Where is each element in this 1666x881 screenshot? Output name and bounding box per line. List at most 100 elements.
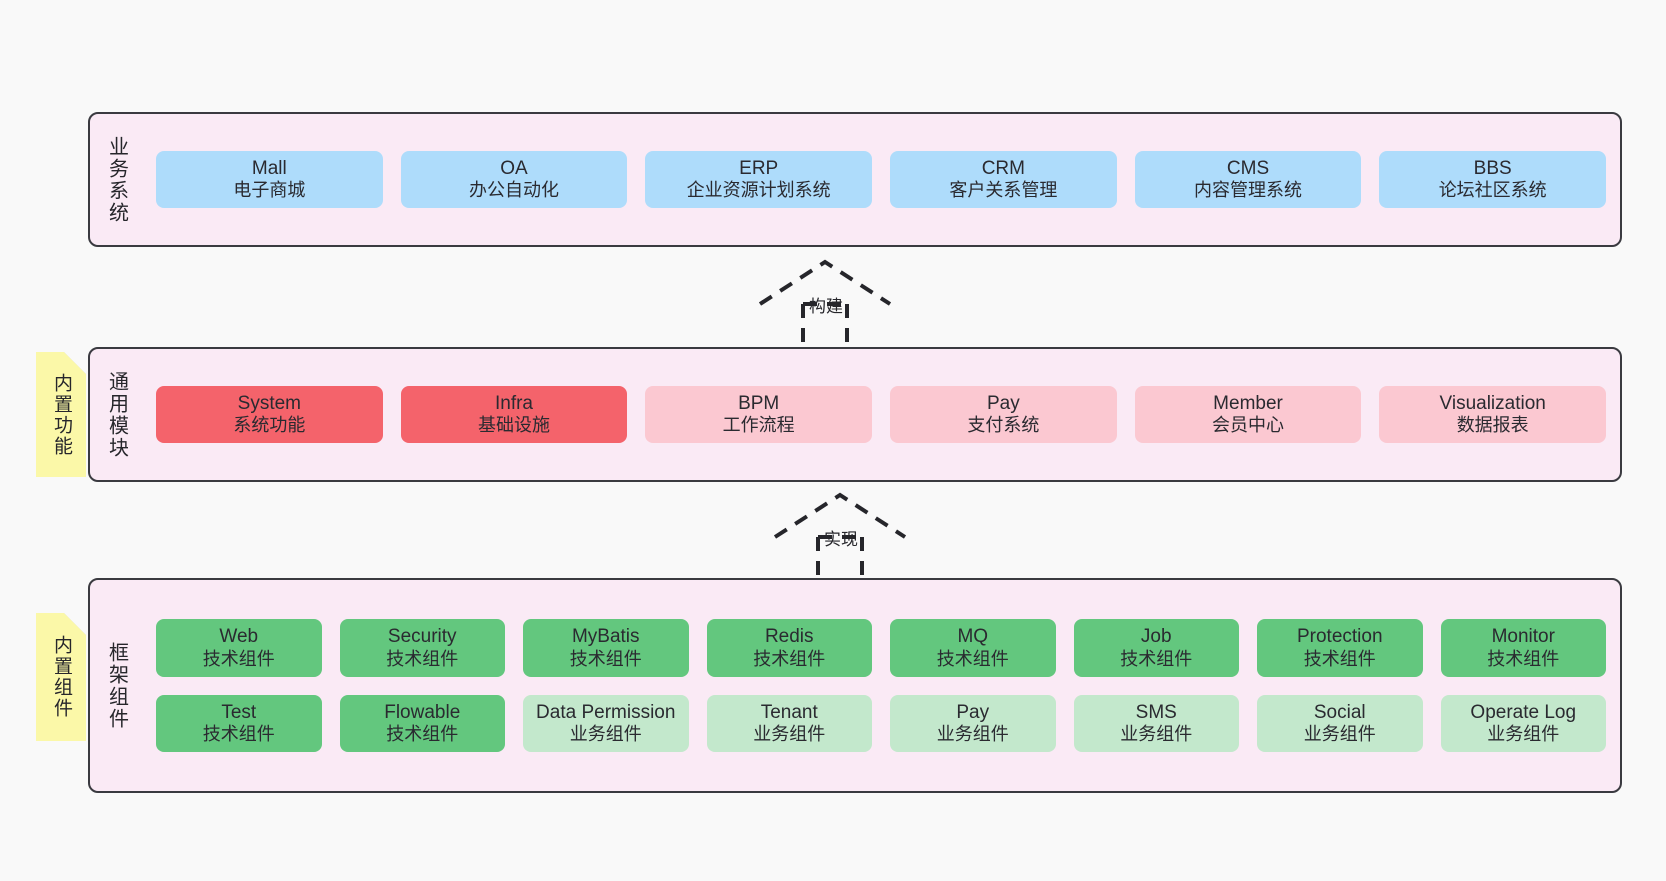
note-label: 内置组件 <box>50 635 72 719</box>
node-mybatis[interactable]: MyBatis 技术组件 <box>523 619 689 677</box>
node-title: ERP <box>739 157 779 179</box>
node-bbs[interactable]: BBS 论坛社区系统 <box>1379 150 1607 209</box>
node-pay-module[interactable]: Pay 支付系统 <box>890 385 1117 444</box>
node-erp[interactable]: ERP 企业资源计划系统 <box>645 150 873 209</box>
node-data-permission[interactable]: Data Permission 业务组件 <box>523 694 689 752</box>
node-title: Visualization <box>1439 392 1546 414</box>
node-subtitle: 电子商城 <box>233 180 306 201</box>
node-title: OA <box>500 157 528 179</box>
node-title: CMS <box>1226 157 1270 179</box>
node-row: Test 技术组件 Flowable 技术组件 Data Permission … <box>156 694 1606 752</box>
node-title: Flowable <box>384 701 461 723</box>
node-subtitle: 技术组件 <box>386 723 459 744</box>
node-subtitle: 业务组件 <box>936 723 1009 744</box>
node-title: Pay <box>956 701 990 723</box>
node-monitor[interactable]: Monitor 技术组件 <box>1440 619 1606 677</box>
node-protection[interactable]: Protection 技术组件 <box>1257 619 1423 677</box>
node-title: BPM <box>738 392 780 414</box>
node-subtitle: 技术组件 <box>569 648 642 669</box>
layer-body-common-module: System 系统功能 Infra 基础设施 BPM 工作流程 Pay 支付系统… <box>142 349 1620 480</box>
layer-business-system: 业务系统 Mall 电子商城 OA 办公自动化 ERP 企业资源计划系统 CRM… <box>88 112 1622 247</box>
node-title: Infra <box>494 392 534 414</box>
node-job[interactable]: Job 技术组件 <box>1073 619 1239 677</box>
node-title: Redis <box>764 626 814 648</box>
node-subtitle: 技术组件 <box>1303 648 1376 669</box>
layer-title-common-module: 通用模块 <box>105 370 128 459</box>
node-redis[interactable]: Redis 技术组件 <box>706 619 872 677</box>
node-subtitle: 技术组件 <box>202 648 275 669</box>
node-subtitle: 办公自动化 <box>469 180 559 201</box>
node-title: Job <box>1140 626 1172 648</box>
node-subtitle: 工作流程 <box>722 415 795 436</box>
node-security[interactable]: Security 技术组件 <box>339 619 505 677</box>
node-title: CRM <box>981 157 1025 179</box>
node-subtitle: 技术组件 <box>1120 648 1193 669</box>
generalization-arrow-implement: 实现 <box>770 489 920 579</box>
node-subtitle: 系统功能 <box>233 415 306 436</box>
node-title: Mall <box>251 157 287 179</box>
node-subtitle: 技术组件 <box>202 723 275 744</box>
node-subtitle: 数据报表 <box>1456 415 1529 436</box>
node-infra[interactable]: Infra 基础设施 <box>400 385 628 444</box>
node-member[interactable]: Member 会员中心 <box>1134 385 1362 444</box>
node-cms[interactable]: CMS 内容管理系统 <box>1134 150 1362 209</box>
node-title: BBS <box>1473 157 1512 179</box>
layer-body-business-system: Mall 电子商城 OA 办公自动化 ERP 企业资源计划系统 CRM 客户关系… <box>142 114 1620 245</box>
node-title: MQ <box>957 626 989 648</box>
node-title: Monitor <box>1491 626 1555 648</box>
node-mq[interactable]: MQ 技术组件 <box>890 619 1056 677</box>
note-builtin-features: 内置功能 <box>36 352 86 477</box>
node-title: Test <box>221 701 257 723</box>
node-social[interactable]: Social 业务组件 <box>1257 694 1423 752</box>
arrow-label-implement: 实现 <box>824 530 858 549</box>
node-subtitle: 业务组件 <box>1120 723 1193 744</box>
node-title: Operate Log <box>1470 701 1577 723</box>
node-title: Member <box>1213 392 1283 414</box>
node-subtitle: 业务组件 <box>1487 723 1560 744</box>
node-title: System <box>237 392 302 414</box>
node-subtitle: 技术组件 <box>1487 648 1560 669</box>
node-mall[interactable]: Mall 电子商城 <box>156 150 383 209</box>
node-subtitle: 论坛社区系统 <box>1438 180 1547 201</box>
node-subtitle: 业务组件 <box>1303 723 1376 744</box>
node-subtitle: 企业资源计划系统 <box>686 180 831 201</box>
node-subtitle: 技术组件 <box>753 648 826 669</box>
node-subtitle: 技术组件 <box>386 648 459 669</box>
node-web[interactable]: Web 技术组件 <box>156 619 322 677</box>
node-title: MyBatis <box>571 626 640 648</box>
note-fold-corner <box>64 613 86 635</box>
node-system[interactable]: System 系统功能 <box>156 385 383 444</box>
node-bpm[interactable]: BPM 工作流程 <box>645 385 873 444</box>
node-subtitle: 技术组件 <box>936 648 1009 669</box>
layer-title-business-system: 业务系统 <box>105 135 128 224</box>
node-subtitle: 内容管理系统 <box>1194 180 1303 201</box>
node-title: Social <box>1313 701 1366 723</box>
node-crm[interactable]: CRM 客户关系管理 <box>890 150 1117 209</box>
node-subtitle: 会员中心 <box>1212 415 1285 436</box>
layer-framework-component: 框架组件 Web 技术组件 Security 技术组件 MyBatis 技术组件… <box>88 578 1622 793</box>
node-subtitle: 基础设施 <box>478 415 550 436</box>
layer-title-framework-component: 框架组件 <box>105 641 128 730</box>
node-subtitle: 客户关系管理 <box>949 180 1058 201</box>
note-label: 内置功能 <box>50 372 72 457</box>
node-row: System 系统功能 Infra 基础设施 BPM 工作流程 Pay 支付系统… <box>156 385 1607 444</box>
node-visualization[interactable]: Visualization 数据报表 <box>1379 385 1607 444</box>
node-tenant[interactable]: Tenant 业务组件 <box>706 694 872 752</box>
node-title: SMS <box>1135 701 1177 723</box>
arrow-label-build: 构建 <box>809 297 843 316</box>
node-subtitle: 业务组件 <box>569 723 642 744</box>
layer-body-framework-component: Web 技术组件 Security 技术组件 MyBatis 技术组件 Redi… <box>142 580 1620 791</box>
node-pay-component[interactable]: Pay 业务组件 <box>890 694 1056 752</box>
node-title: Pay <box>986 392 1020 414</box>
layer-common-module: 通用模块 System 系统功能 Infra 基础设施 BPM 工作流程 Pay… <box>88 347 1622 482</box>
node-subtitle: 支付系统 <box>967 415 1040 436</box>
node-title: Data Permission <box>536 701 676 723</box>
note-builtin-components: 内置组件 <box>36 613 86 741</box>
node-operate-log[interactable]: Operate Log 业务组件 <box>1440 694 1606 752</box>
node-oa[interactable]: OA 办公自动化 <box>400 150 628 209</box>
node-flowable[interactable]: Flowable 技术组件 <box>339 694 505 752</box>
note-fold-corner <box>64 352 86 374</box>
node-test[interactable]: Test 技术组件 <box>156 694 322 752</box>
node-sms[interactable]: SMS 业务组件 <box>1073 694 1239 752</box>
